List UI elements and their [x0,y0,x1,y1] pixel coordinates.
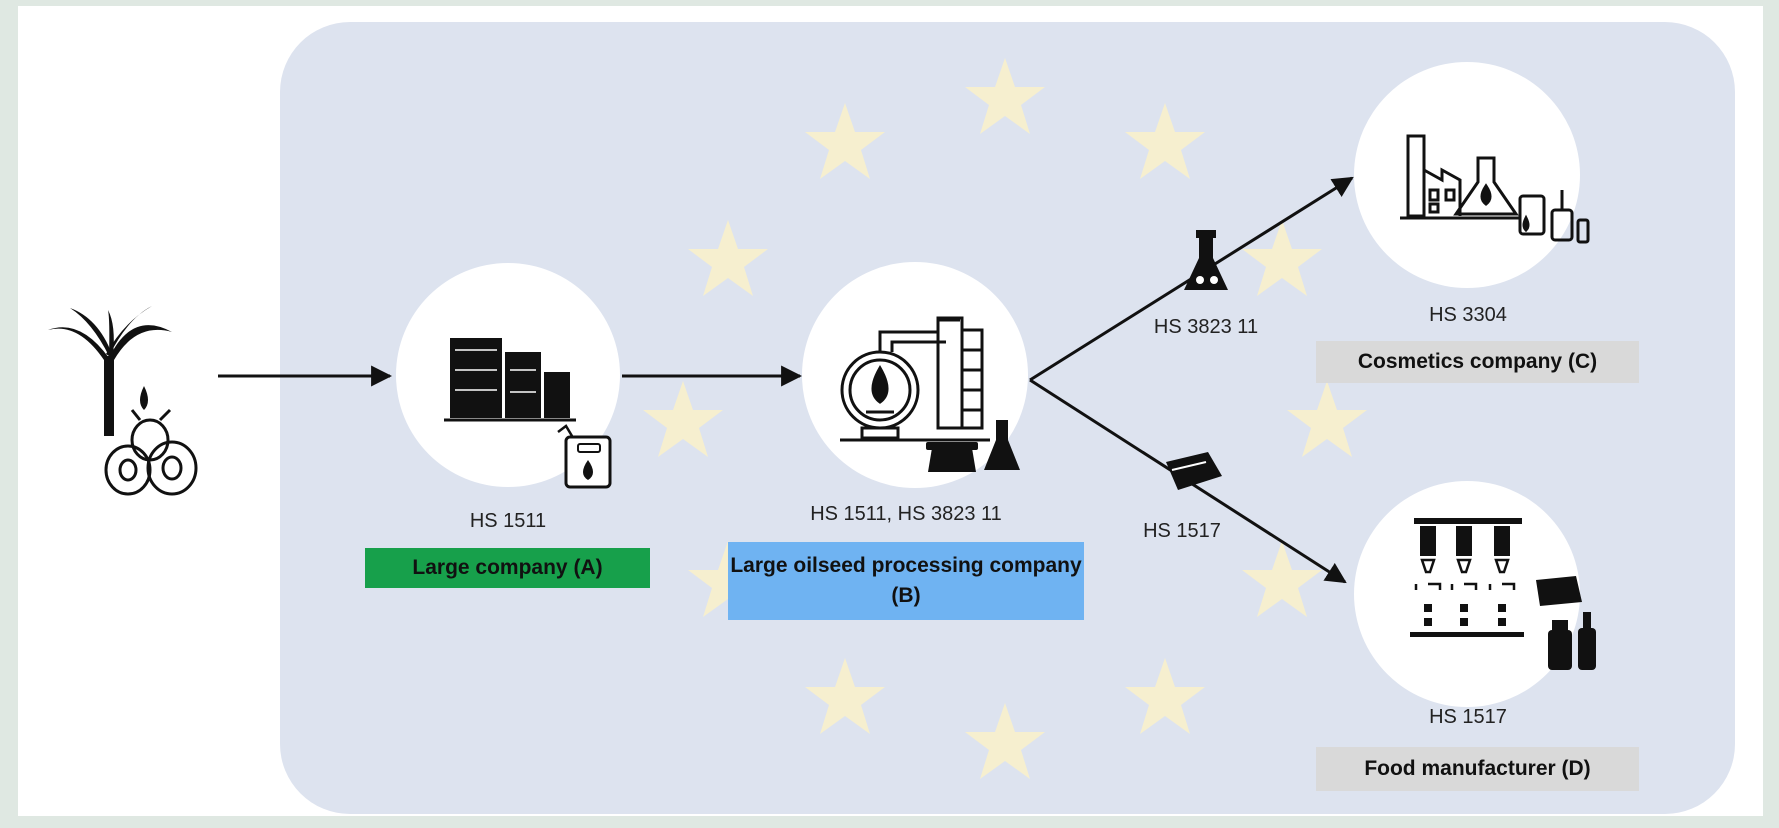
node-d-circle [1354,481,1580,707]
node-c-hs-code: HS 3304 [1429,304,1507,326]
edge-b-d-label: HS 1517 [1143,520,1221,542]
node-d-name: Food manufacturer (D) [1316,747,1639,791]
flask-icon [1184,230,1228,290]
node-a-name: Large company (A) [365,548,650,588]
node-b-hs-code: HS 1511, HS 3823 11 [810,503,1002,525]
food-production-line-icon [1410,518,1596,670]
margarine-tub-icon [1166,452,1222,490]
cosmetics-factory-icon [1400,134,1590,244]
storage-tanks-oil-can-icon [444,338,612,489]
node-b-name: Large oilseed processing company (B) [728,542,1084,620]
oil-refinery-icon [840,316,1020,472]
node-c-circle [1354,62,1580,288]
edge-b-c-label: HS 3823 11 [1153,316,1259,338]
node-c-name: Cosmetics company (C) [1316,341,1639,383]
node-a-hs-code: HS 1511 [469,510,547,532]
node-d-hs-code: HS 1517 [1429,706,1507,728]
palm-tree-oil-icon [48,306,198,496]
